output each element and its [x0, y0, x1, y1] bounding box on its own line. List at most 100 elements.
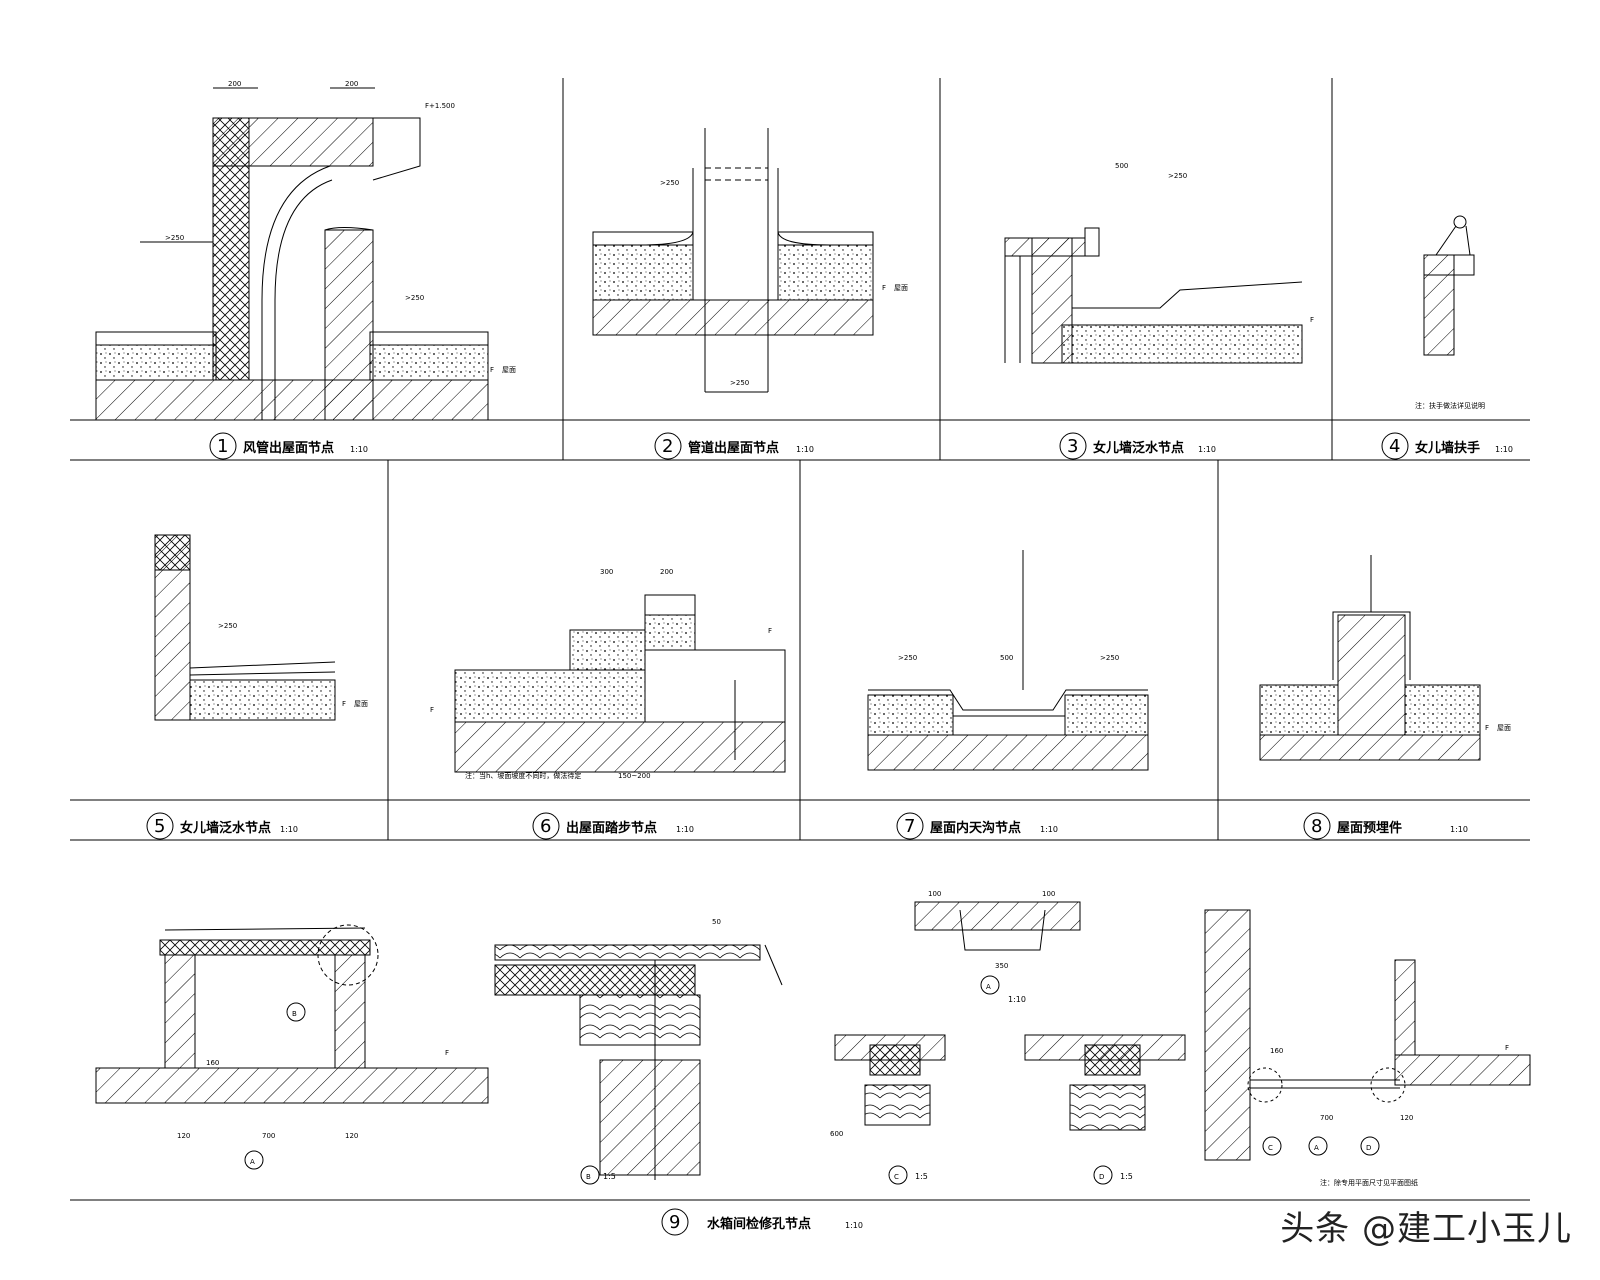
title-2: 2 管道出屋面节点 1:10 — [654, 432, 814, 460]
detail-6-labels: 300 200 F F 注：当h、坡面坡度不同时，做法待定 150~200 — [430, 568, 772, 780]
sheet-frame — [70, 78, 1530, 1201]
dim-350: 350 — [995, 962, 1008, 970]
title-6-text: 出屋面踏步节点 — [566, 820, 657, 836]
level-f: F — [882, 284, 886, 292]
detail-9-labels: 120 700 120 160 F B A — [177, 1010, 449, 1166]
dim-250-b: >250 — [730, 379, 749, 387]
level-roof: 屋面 — [894, 284, 908, 292]
title-1: 1 风管出屋面节点 1:10 — [209, 432, 368, 460]
title-3: 3 女儿墙泛水节点 1:10 — [1059, 432, 1216, 460]
dim-250: >250 — [898, 654, 917, 662]
dim-500: 500 — [1000, 654, 1013, 662]
level-roof: 屋面 — [1497, 724, 1511, 732]
dim-300: 300 — [600, 568, 613, 576]
title-3-text: 女儿墙泛水节点 — [1093, 440, 1184, 456]
detail-1-duct-through-roof — [95, 87, 489, 421]
dim-50: 50 — [712, 918, 721, 926]
detail-3-parapet-flashing — [1004, 227, 1303, 364]
detail-c-labels: C 1:5 600 — [830, 1130, 928, 1181]
note-6b: 150~200 — [618, 772, 651, 780]
callout-a: A — [250, 1158, 255, 1166]
detail-2-labels: >250 >250 F 屋面 — [660, 179, 908, 387]
callout-d: D — [1366, 1144, 1371, 1152]
sub-a-scale: 1:10 — [1008, 995, 1026, 1004]
level-f: F — [490, 366, 494, 374]
detail-2-pipe-through-roof — [592, 128, 874, 393]
sub-d-tag: D — [1099, 1173, 1104, 1181]
title-4-text: 女儿墙扶手 — [1415, 440, 1480, 456]
sub-b-scale: 1:5 — [603, 1172, 616, 1181]
title-4-scale: 1:10 — [1495, 445, 1513, 454]
level-roof: 屋面 — [502, 366, 516, 374]
title-9-scale: 1:10 — [845, 1221, 863, 1230]
title-6-num: 6 — [540, 816, 551, 837]
note-4: 注：扶手做法详见说明 — [1415, 401, 1485, 410]
sub-c-scale: 1:5 — [915, 1172, 928, 1181]
title-8-scale: 1:10 — [1450, 825, 1468, 834]
title-8-num: 8 — [1311, 816, 1322, 837]
dim-250: >250 — [165, 234, 184, 242]
title-1-text: 风管出屋面节点 — [243, 440, 334, 456]
detail-c — [834, 1034, 946, 1185]
dim-600: 600 — [830, 1130, 843, 1138]
dim-200-left: 200 — [228, 80, 241, 88]
dim-500: 500 — [1115, 162, 1128, 170]
title-7-text: 屋面内天沟节点 — [930, 820, 1021, 836]
detail-titles: 1 风管出屋面节点 1:10 2 管道出屋面节点 1:10 3 女儿墙泛水节点 … — [146, 432, 1513, 1236]
dim-250: >250 — [218, 622, 237, 630]
level-f: F — [768, 627, 772, 635]
detail-9-plan-labels: 160 700 120 C A D F 注：除专用平面尺寸见平面图纸 — [1268, 1044, 1509, 1187]
detail-9-plan — [1204, 909, 1531, 1161]
title-9: 9 水箱间检修孔节点 1:10 — [661, 1208, 863, 1236]
title-7: 7 屋面内天沟节点 1:10 — [896, 812, 1058, 840]
title-9-text: 水箱间检修孔节点 — [707, 1216, 811, 1232]
detail-8-labels: F 屋面 — [1485, 724, 1511, 732]
dim-100-b: 100 — [1042, 890, 1055, 898]
callout-a: A — [1314, 1144, 1319, 1152]
dim-100: 100 — [928, 890, 941, 898]
sub-a-tag: A — [986, 983, 991, 991]
title-5-num: 5 — [154, 816, 165, 837]
title-7-num: 7 — [904, 816, 915, 837]
title-5-scale: 1:10 — [280, 825, 298, 834]
level-f: F — [342, 700, 346, 708]
title-6-scale: 1:10 — [676, 825, 694, 834]
detail-b-labels: B 1:5 50 — [586, 918, 721, 1181]
sub-c-tag: C — [894, 1173, 899, 1181]
dim-160: 160 — [1270, 1047, 1283, 1055]
title-6: 6 出屋面踏步节点 1:10 — [532, 812, 694, 840]
detail-d-labels: D 1:5 — [1099, 1172, 1133, 1181]
detail-a — [914, 901, 1081, 995]
dim-120: 120 — [1400, 1114, 1413, 1122]
detail-4-labels: 注：扶手做法详见说明 — [1415, 401, 1485, 410]
callout-b: B — [292, 1010, 297, 1018]
detail-5-parapet-flashing — [154, 534, 336, 721]
dim-700: 700 — [262, 1132, 275, 1140]
title-5: 5 女儿墙泛水节点 1:10 — [146, 812, 298, 840]
sub-d-scale: 1:5 — [1120, 1172, 1133, 1181]
detail-3-labels: 500 >250 F — [1115, 162, 1314, 324]
dim-160: 160 — [206, 1059, 219, 1067]
title-8-text: 屋面预埋件 — [1337, 820, 1402, 836]
title-4: 4 女儿墙扶手 1:10 — [1381, 432, 1513, 460]
callout-c: C — [1268, 1144, 1273, 1152]
dim-700: 700 — [1320, 1114, 1333, 1122]
title-2-text: 管道出屋面节点 — [688, 440, 779, 456]
dim-200-right: 200 — [345, 80, 358, 88]
detail-d — [1024, 1034, 1186, 1185]
dim-250: >250 — [1168, 172, 1187, 180]
detail-7-inner-gutter — [867, 550, 1149, 771]
detail-4-parapet-handrail — [1423, 215, 1475, 356]
level-roof: 屋面 — [354, 700, 368, 708]
dim-120: 120 — [177, 1132, 190, 1140]
detail-1-labels: 200 200 F+1.500 >250 >250 F 屋面 — [165, 80, 516, 374]
level-f: F — [1310, 316, 1314, 324]
detail-a-labels: 100 100 350 A 1:10 — [928, 890, 1055, 1004]
title-9-num: 9 — [669, 1212, 680, 1233]
detail-6-roof-step — [454, 594, 786, 773]
title-7-scale: 1:10 — [1040, 825, 1058, 834]
dim-120-b: 120 — [345, 1132, 358, 1140]
title-5-text: 女儿墙泛水节点 — [180, 820, 271, 836]
level-f-b: F — [430, 706, 434, 714]
title-2-num: 2 — [662, 436, 673, 457]
